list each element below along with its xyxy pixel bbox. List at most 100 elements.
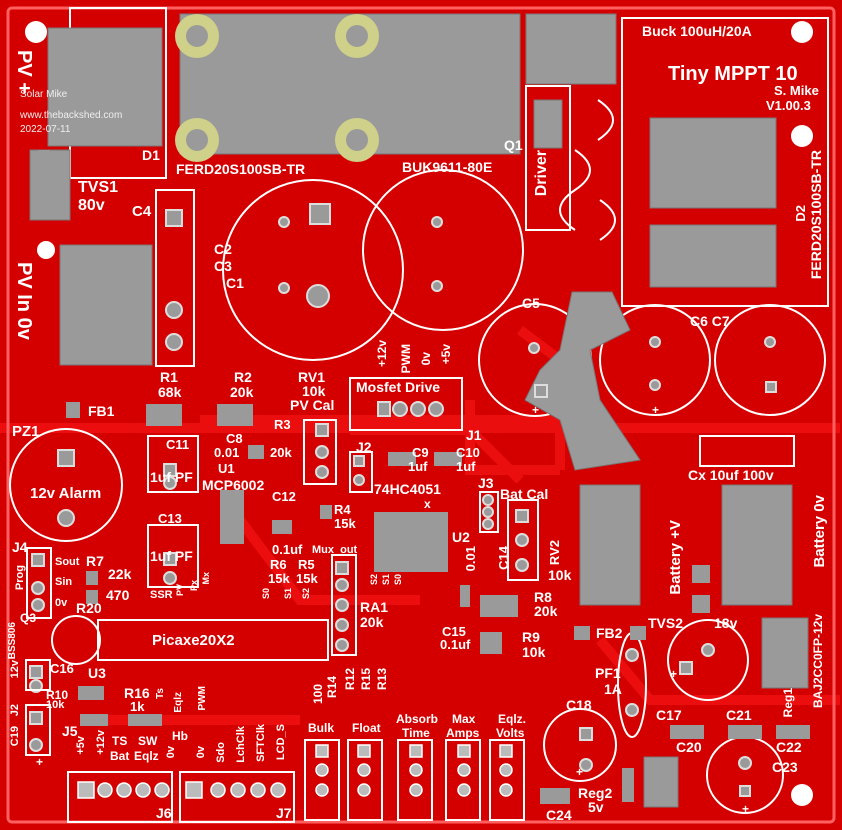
battery-pos-label: Battery +V	[667, 520, 684, 595]
c5-label: C5	[522, 295, 540, 311]
r5-label: R5	[298, 557, 315, 572]
u1-label: U1	[218, 461, 235, 476]
plus-c5: +	[532, 403, 540, 417]
tvs1-value: 80v	[78, 197, 105, 214]
ra1-label: RA1	[360, 599, 389, 615]
c21-label: C21	[726, 707, 752, 723]
r3-label: R3	[274, 417, 291, 432]
r9-label: R9	[522, 629, 540, 645]
r8-label: R8	[534, 589, 552, 605]
pv-cal-label: PV Cal	[290, 397, 335, 413]
s2b-label: S2	[369, 574, 379, 586]
c10-label: C10	[456, 445, 480, 460]
j6-5v-label: +5v	[75, 736, 87, 755]
r3-value: 20k	[270, 445, 292, 460]
r7-label: R7	[86, 553, 104, 569]
c18-label: C18	[566, 697, 592, 713]
j5-label: J5	[62, 723, 78, 739]
connector-outlines	[25, 419, 539, 821]
s0-label: S0	[261, 588, 271, 600]
sftclk-label: SFTClk	[255, 724, 267, 762]
c14-label: C14	[496, 546, 511, 570]
px-label: Px	[189, 580, 199, 592]
c1-label: C1	[226, 275, 244, 291]
c19-label: 12v	[9, 660, 21, 679]
title-author: S. Mike	[774, 83, 819, 98]
sin-label: Sin	[55, 576, 73, 588]
buck-label: Buck 100uH/20A	[642, 23, 752, 39]
r8-value: 20k	[534, 603, 558, 619]
eqlz-b-label: Eqlz.	[498, 712, 527, 726]
d2-label: D2	[793, 205, 808, 222]
pv-label: PV	[175, 584, 185, 597]
md-5v-label: +5v	[439, 344, 453, 365]
ts-label: TS	[112, 734, 128, 748]
c23-label: C23	[772, 759, 798, 775]
time-label: Time	[402, 726, 430, 740]
x-label: x	[424, 497, 431, 511]
r14-label: R14	[325, 676, 339, 699]
mx-label: Mx	[201, 572, 211, 585]
md-0v-label: 0v	[419, 352, 433, 366]
c20-label: C20	[676, 739, 702, 755]
copper-pads-large	[175, 14, 379, 162]
j6-0v-label: 0v	[165, 746, 177, 759]
max-label: Max	[452, 712, 476, 726]
reg1-label: Reg1	[781, 688, 795, 718]
prog-label: Prog	[14, 565, 26, 591]
hundred-label: 100	[311, 684, 325, 705]
through-hole-pads	[29, 203, 777, 797]
r13-label: R13	[375, 668, 389, 691]
rv1-value: 10k	[302, 383, 326, 399]
q1-label: Q1	[504, 137, 523, 153]
tvs1-label: TVS1	[78, 179, 119, 196]
j7-label: J7	[276, 805, 292, 821]
c10-value: 1uf	[456, 459, 476, 474]
sdo-label: Sdo	[215, 742, 227, 763]
fb1-label: FB1	[88, 403, 115, 419]
buk-label: BUK9611-80E	[402, 159, 493, 175]
s1-label: S1	[283, 588, 293, 600]
pz1-label: PZ1	[12, 423, 40, 440]
pv-pos-label: PV +	[13, 50, 35, 94]
hb-label: Hb	[172, 729, 188, 743]
r16-value: 1k	[130, 699, 145, 714]
c24-label: C24	[546, 807, 572, 823]
s1b-label: S1	[381, 574, 391, 586]
c12-value: 0.1uf	[272, 542, 303, 557]
j3-label: J3	[478, 475, 494, 491]
batcal-label: Bat Cal	[500, 486, 549, 502]
driver-label: Driver	[533, 150, 550, 197]
r2-value: 20k	[230, 384, 254, 400]
ts2-label: Ts	[155, 688, 166, 699]
j4-label: J4	[12, 539, 28, 555]
c15-label: C15	[442, 624, 466, 639]
j6-12v-label: +12v	[95, 730, 107, 755]
c11-label: C11	[166, 437, 190, 452]
r9-value: 10k	[522, 644, 546, 660]
c9-label: C9	[412, 445, 429, 460]
amps-label: Amps	[446, 726, 480, 740]
title-name: Tiny MPPT 10	[668, 63, 798, 85]
sout-label: Sout	[55, 556, 80, 568]
eqlz-label: Eqlz	[173, 692, 184, 713]
bulk-label: Bulk	[308, 721, 335, 735]
r6-value: 15k	[268, 571, 290, 586]
r10-value: 10k	[46, 699, 65, 711]
plus-c19: +	[36, 755, 44, 769]
j2-label: J2	[356, 439, 372, 455]
tvs2-label: TVS2	[648, 615, 684, 631]
c13-value: 1uf PF	[150, 548, 193, 564]
j6-bat-label: Bat	[110, 749, 130, 763]
ra1-value: 20k	[360, 614, 384, 630]
watermark-name: Solar Mike	[20, 89, 68, 100]
lchclk-label: LchClk	[235, 726, 247, 763]
c22-label: C22	[776, 739, 802, 755]
c3-label: C3	[214, 258, 232, 274]
alarm-label: 12v Alarm	[30, 485, 102, 502]
md-pwm-label: PWM	[399, 344, 413, 374]
s0b-label: S0	[393, 574, 403, 586]
ic74-label: 74HC4051	[374, 481, 441, 497]
r4-value: 15k	[334, 516, 356, 531]
plus-c18: +	[576, 765, 584, 779]
